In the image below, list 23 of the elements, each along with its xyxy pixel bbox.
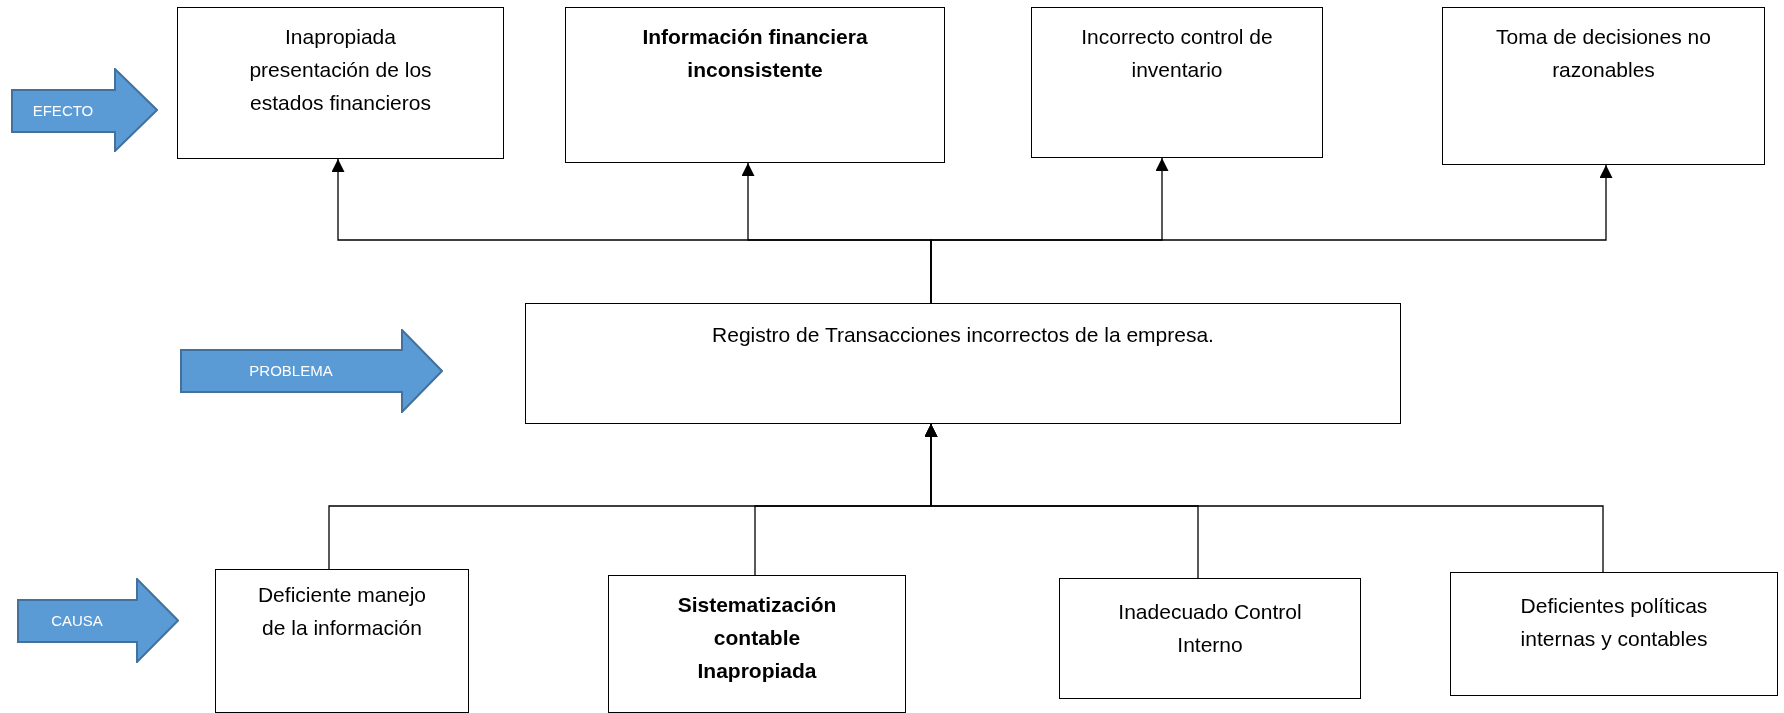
arrow xyxy=(930,164,1613,304)
box-text: Inapropiada presentación de los estados financieros xyxy=(248,24,433,116)
effect-box xyxy=(177,7,504,159)
box-text: Toma de decisiones no razonables xyxy=(1495,24,1712,83)
arrow-label: PROBLEMA xyxy=(248,362,334,379)
box-text: Sistematización contable Inapropiada xyxy=(676,592,838,684)
box-text: Incorrecto control de inventario xyxy=(1080,24,1274,83)
effect-box xyxy=(1442,7,1765,165)
arrow xyxy=(924,423,1604,573)
arrow-label: EFECTO xyxy=(31,102,95,119)
box-text: Deficiente manejo de la información xyxy=(256,582,428,641)
box-text: Deficientes políticas internas y contables xyxy=(1519,593,1709,652)
cause-box xyxy=(215,569,469,713)
cause-box xyxy=(608,575,906,713)
cause-box xyxy=(1450,572,1778,696)
effect-box xyxy=(565,7,945,163)
box-text: Inadecuado Control Interno xyxy=(1117,599,1303,658)
cause-box xyxy=(1059,578,1361,699)
effect-box xyxy=(1031,7,1323,158)
arrow-label: CAUSA xyxy=(50,612,104,629)
box-text: Información financiera inconsistente xyxy=(641,24,869,83)
box-text: Registro de Transacciones incorrectos de la empresa. xyxy=(712,322,1214,348)
problem-box xyxy=(525,303,1401,424)
